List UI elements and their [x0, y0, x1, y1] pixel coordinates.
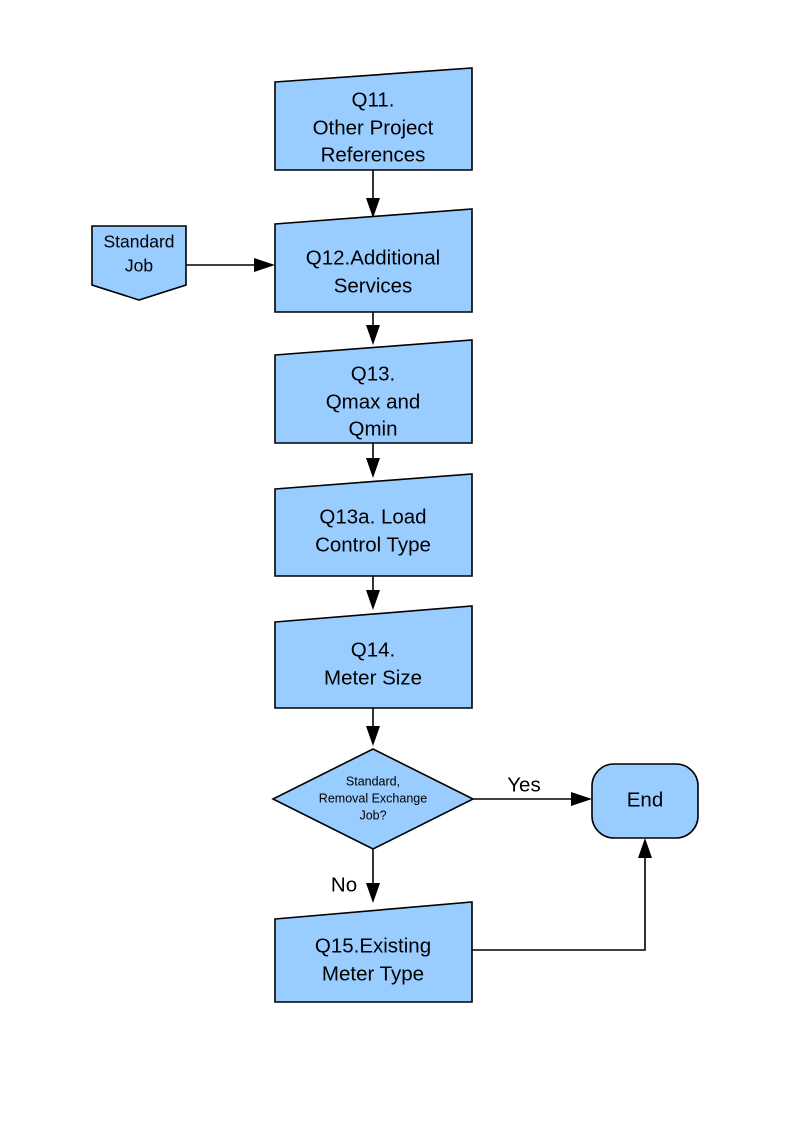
edge-label-no: No — [331, 873, 357, 896]
q12-label-line2: Services — [334, 274, 413, 297]
q13a-label-line1: Q13a. Load — [319, 505, 426, 528]
edge-q14-to-decision-arrowhead — [366, 726, 380, 746]
q11-label-line1: Q11. — [352, 88, 395, 111]
q13-label-line3: Qmin — [349, 417, 398, 440]
edge-decision-to-q15: No — [331, 849, 380, 903]
standard-job-label-line1: Standard — [103, 232, 174, 252]
edge-q11-to-q12-arrowhead — [366, 198, 380, 218]
node-q14[interactable]: Q14. Meter Size — [274, 605, 473, 709]
node-standard-job[interactable]: Standard Job — [91, 225, 187, 301]
node-q12[interactable]: Q12.Additional Services — [274, 208, 473, 313]
node-q13[interactable]: Q13. Qmax and Qmin — [274, 339, 473, 444]
edge-decision-to-end: Yes — [473, 773, 592, 806]
standard-job-label-line2: Job — [125, 256, 153, 276]
q14-label-line1: Q14. — [351, 638, 395, 661]
edge-q15-to-end-arrowhead — [638, 838, 652, 858]
q15-label-line1: Q15.Existing — [315, 934, 431, 957]
q11-label-line2: Other Project — [313, 116, 434, 139]
q13-label-line2: Qmax and — [326, 390, 421, 413]
standard-job-shape[interactable] — [91, 225, 187, 301]
edge-decision-to-end-arrowhead — [571, 792, 592, 806]
edge-q14-to-decision — [366, 708, 380, 746]
decision-label-line3: Job? — [359, 808, 386, 822]
edge-q13a-to-q14-arrowhead — [366, 590, 380, 610]
node-end[interactable]: End — [591, 763, 699, 839]
edge-q11-to-q12 — [366, 170, 380, 218]
edge-standardjob-to-q12-arrowhead — [254, 258, 275, 272]
node-q15[interactable]: Q15.Existing Meter Type — [274, 901, 473, 1003]
edge-decision-to-q15-arrowhead — [366, 883, 380, 903]
edge-q13a-to-q14 — [366, 576, 380, 610]
node-decision[interactable]: Standard, Removal Exchange Job? — [271, 748, 475, 850]
q15-label-line2: Meter Type — [322, 962, 424, 985]
edge-q12-to-q13-arrowhead — [366, 325, 380, 345]
edge-label-yes: Yes — [507, 773, 540, 796]
q11-label-line3: References — [321, 143, 426, 166]
q14-shape[interactable] — [274, 605, 473, 709]
q13a-label-line2: Control Type — [315, 533, 431, 556]
end-label: End — [627, 788, 663, 811]
edge-q15-to-end-line — [472, 851, 646, 951]
edge-q12-to-q13 — [366, 312, 380, 345]
decision-label-line1: Standard, — [346, 774, 400, 788]
q11-shape[interactable] — [274, 67, 473, 171]
q12-label-line1: Q12.Additional — [306, 246, 440, 269]
node-q13a[interactable]: Q13a. Load Control Type — [274, 473, 473, 577]
q14-label-line2: Meter Size — [324, 666, 422, 689]
q13a-shape[interactable] — [274, 473, 473, 577]
edge-q13-to-q13a-arrowhead — [366, 458, 380, 478]
q15-shape[interactable] — [274, 901, 473, 1003]
q12-shape[interactable] — [274, 208, 473, 313]
q13-shape[interactable] — [274, 339, 473, 444]
q13-label-line1: Q13. — [351, 362, 395, 385]
decision-label-line2: Removal Exchange — [319, 791, 427, 805]
edge-q13-to-q13a — [366, 443, 380, 478]
node-q11[interactable]: Q11. Other Project References — [274, 67, 473, 171]
edge-standardjob-to-q12 — [186, 258, 275, 272]
edge-q15-to-end — [472, 838, 652, 951]
